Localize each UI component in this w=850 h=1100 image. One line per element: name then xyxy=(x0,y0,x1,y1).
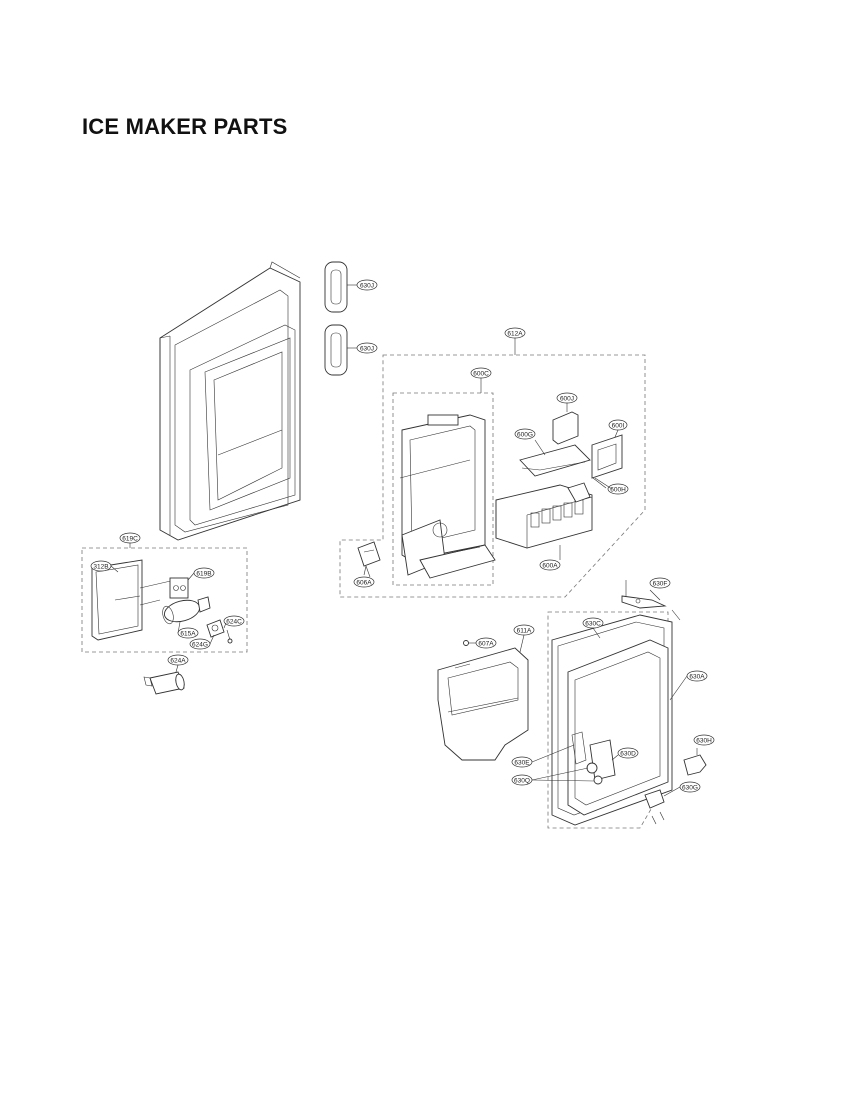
callout-612A: 612A xyxy=(504,327,526,339)
handle-630D xyxy=(571,731,616,785)
callout-label: 619C xyxy=(122,536,138,543)
callout-label: 612A xyxy=(507,331,523,338)
bracket-600C xyxy=(399,414,496,579)
callout-630D: 630D xyxy=(617,747,639,759)
assembly-619C-boundary xyxy=(81,547,248,653)
callout-611A: 611A xyxy=(513,624,535,636)
page-title: ICE MAKER PARTS xyxy=(82,114,288,139)
callout-label: 619B xyxy=(196,571,211,578)
callout-630H: 630H xyxy=(693,734,715,746)
callout-630F: 630F xyxy=(649,577,671,589)
callout-label: 611A xyxy=(517,628,532,635)
callout-label: 630Q xyxy=(514,778,530,785)
callout-label: 600H xyxy=(610,487,626,494)
callout-630C: 630C xyxy=(582,617,604,629)
assembly-612A-boundary xyxy=(339,354,646,598)
part-600I xyxy=(591,429,623,479)
callout-label: 312B xyxy=(93,564,108,571)
callout-label: 600G xyxy=(517,432,533,439)
callout-label: 600I xyxy=(612,423,625,430)
callout-630G: 630G xyxy=(679,781,701,793)
callout-312B: 312B xyxy=(90,560,112,572)
callout-label: 624A xyxy=(170,658,186,665)
door-panel xyxy=(159,261,301,541)
part-615A xyxy=(162,596,211,625)
callout-607A: 607A xyxy=(475,637,497,649)
callout-600C: 600C xyxy=(470,367,492,379)
callout-label: 624C xyxy=(226,619,242,626)
gasket-630J-upper xyxy=(324,261,357,313)
callout-label: 630G xyxy=(682,785,698,792)
callout-630E: 630E xyxy=(511,756,533,768)
callout-600I: 600I xyxy=(608,419,628,431)
part-606A xyxy=(357,541,381,576)
callout-600G: 600G xyxy=(514,428,536,440)
bracket-630G xyxy=(644,789,665,825)
callout-630J-lower: 630J xyxy=(356,342,378,354)
callout-624A: 624A xyxy=(167,654,189,666)
callout-label: 630D xyxy=(620,751,636,758)
callout-label: 630A xyxy=(689,674,705,681)
callout-630Q: 630Q xyxy=(511,774,533,786)
callout-label: 630J xyxy=(360,346,374,353)
callout-label: 630J xyxy=(360,283,374,290)
screw-607A xyxy=(463,640,476,646)
part-624G xyxy=(206,619,225,638)
callout-label: 630C xyxy=(585,621,601,628)
callout-624C: 624C xyxy=(223,615,245,627)
callout-label: 600A xyxy=(542,563,558,570)
callout-600J: 600J xyxy=(556,392,578,404)
callout-label: 607A xyxy=(478,641,494,648)
bracket-630H xyxy=(683,748,707,776)
callout-label: 615A xyxy=(180,631,196,638)
hinge-630F xyxy=(621,580,667,609)
callout-606A: 606A xyxy=(353,576,375,588)
callout-label: 606A xyxy=(356,580,372,587)
callout-label: 600J xyxy=(560,396,574,403)
gasket-630J-lower xyxy=(324,324,357,376)
callout-624G: 624G xyxy=(189,638,211,650)
part-619B xyxy=(169,577,189,599)
callout-label: 630H xyxy=(696,738,712,745)
callout-label: 630E xyxy=(514,760,530,767)
part-624C xyxy=(226,629,233,644)
callout-600A: 600A xyxy=(539,559,561,571)
panel-312B xyxy=(91,559,176,641)
leader-lines xyxy=(110,477,688,797)
callout-label: 624G xyxy=(192,642,208,649)
part-600J xyxy=(552,403,579,445)
part-600G xyxy=(519,439,591,477)
callout-619B: 619B xyxy=(193,567,215,579)
assembly-600C-boundary xyxy=(392,392,494,586)
callout-label: 630F xyxy=(653,581,668,588)
callout-630A: 630A xyxy=(686,670,708,682)
callout-615A: 615A xyxy=(177,627,199,639)
callout-label: 600C xyxy=(473,371,489,378)
ice-maker-600A xyxy=(495,477,607,560)
callout-619C: 619C xyxy=(119,532,141,544)
callout-600H: 600H xyxy=(607,483,629,495)
part-624A xyxy=(143,671,185,695)
cover-611A xyxy=(437,647,529,761)
callout-630J-upper: 630J xyxy=(356,279,378,291)
